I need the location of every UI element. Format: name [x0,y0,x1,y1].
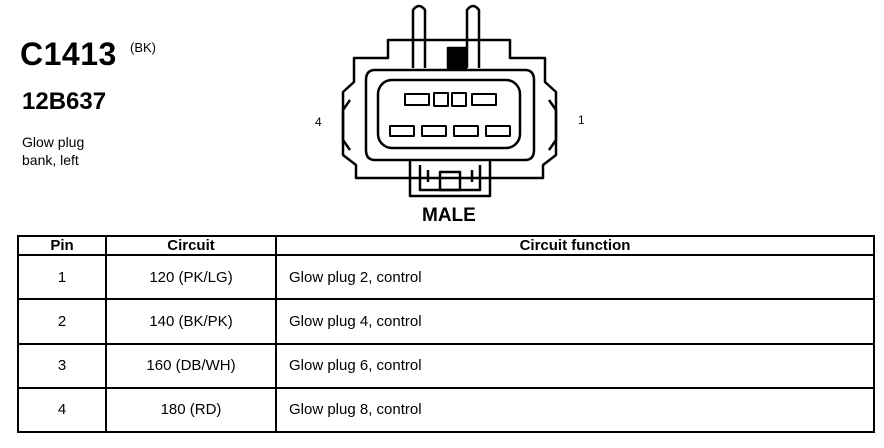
inner-housing [364,68,536,162]
header-circuit: Circuit [105,235,277,256]
header-pin: Pin [17,235,107,256]
left-latch [341,99,352,151]
cell-circuit: 180 (RD) [105,386,277,434]
table-row: 3 160 (DB/WH) Glow plug 6, control [17,342,875,389]
terminal-cavity [376,78,522,150]
cell-function: Glow plug 6, control [275,342,875,389]
outer-housing [341,38,558,180]
cell-circuit: 140 (BK/PK) [105,298,277,345]
cell-circuit: 160 (DB/WH) [105,342,277,389]
cell-function: Glow plug 8, control [275,386,875,434]
right-latch [547,99,558,151]
cell-function: Glow plug 4, control [275,298,875,345]
table-row: 2 140 (BK/PK) Glow plug 4, control [17,298,875,345]
table-row: 4 180 (RD) Glow plug 8, control [17,386,875,434]
table-row: 1 120 (PK/LG) Glow plug 2, control [17,253,875,301]
pin-label-left: 4 [315,115,322,129]
bottom-key [408,160,492,198]
connector-id: C1413 [20,36,117,72]
header-circuit-function: Circuit function [275,235,875,256]
cell-pin: 3 [17,342,107,389]
cell-pin: 4 [17,386,107,434]
connector-gender-label: MALE [422,205,476,226]
description-line-2: bank, left [22,152,79,168]
cell-function: Glow plug 2, control [275,253,875,301]
cell-pin: 2 [17,298,107,345]
terminal-blades [411,4,481,68]
cell-circuit: 120 (PK/LG) [105,253,277,301]
lower-terminal-slots [389,125,511,137]
connector-drawing [341,4,558,198]
table-header-row: Pin Circuit Circuit function [17,235,875,256]
pin-label-right: 1 [578,113,585,127]
lock-bar [446,46,468,70]
cell-pin: 1 [17,253,107,301]
part-number: 12B637 [22,88,107,115]
upper-terminal-slots [404,92,497,107]
connector-color-code: (BK) [130,40,156,55]
pinout-table: Pin Circuit Circuit function 1 120 (PK/L… [17,235,875,434]
description-line-1: Glow plug [22,134,85,150]
